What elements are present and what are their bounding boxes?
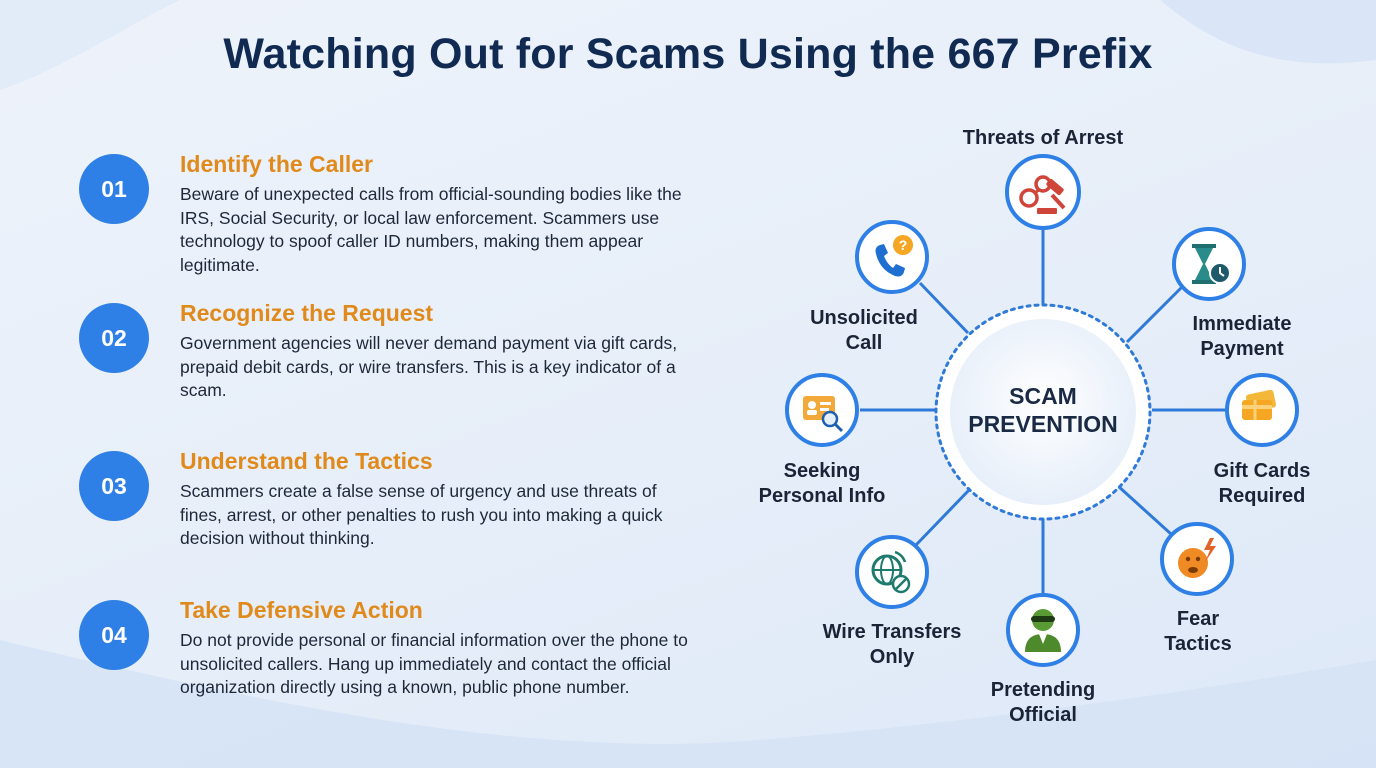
step-description: Beware of unexpected calls from official… xyxy=(180,184,682,275)
node-label-line1: Immediate xyxy=(1193,313,1292,335)
center-label-line2: PREVENTION xyxy=(968,411,1118,437)
step-description: Scammers create a false sense of urgency… xyxy=(180,481,663,548)
node-label-line2: Payment xyxy=(1200,338,1284,360)
node-gift-cards-required: Gift Cards Required xyxy=(1214,373,1311,507)
spoke-fear xyxy=(1116,484,1173,536)
node-label-line2: Personal Info xyxy=(759,485,886,507)
node-label-line1: Unsolicited xyxy=(810,307,918,329)
step-heading: Recognize the Request xyxy=(180,300,434,326)
node-label: Threats of Arrest xyxy=(963,127,1124,149)
scared-face-icon xyxy=(1178,538,1216,578)
step-heading: Identify the Caller xyxy=(180,151,373,177)
step-description: Do not provide personal or financial inf… xyxy=(180,630,688,697)
node-fear-tactics: Fear Tactics xyxy=(1160,522,1234,655)
spoke-unsolicited xyxy=(918,281,970,335)
spokes xyxy=(860,228,1226,594)
handcuffs-gavel-icon xyxy=(1019,175,1066,214)
node-label-line2: Required xyxy=(1219,485,1306,507)
globe-transfer-icon xyxy=(871,550,911,594)
node-label-line2: Only xyxy=(870,646,915,668)
step-number-badge: 03 xyxy=(79,451,149,521)
node-unsolicited-call: ? Unsolicited Call xyxy=(810,220,929,354)
phone-question-icon: ? xyxy=(875,235,913,277)
hourglass-clock-icon xyxy=(1192,244,1231,284)
node-wire-transfers-only: Wire Transfers Only xyxy=(823,535,962,668)
node-label-line1: Pretending xyxy=(991,679,1095,701)
page-title: Watching Out for Scams Using the 667 Pre… xyxy=(223,30,1153,78)
node-label-line2: Call xyxy=(846,332,883,354)
gift-card-icon xyxy=(1242,389,1277,420)
svg-text:?: ? xyxy=(899,237,908,253)
node-pretending-official: Pretending Official xyxy=(991,593,1095,726)
node-label-line2: Official xyxy=(1009,704,1077,726)
node-threats-of-arrest: Threats of Arrest xyxy=(963,127,1124,230)
node-seeking-personal-info: Seeking Personal Info xyxy=(759,373,886,507)
step-number-badge: 04 xyxy=(79,600,149,670)
step-heading: Take Defensive Action xyxy=(180,597,423,623)
spoke-payment xyxy=(1125,284,1185,344)
node-label-line1: Gift Cards xyxy=(1214,460,1311,482)
step-number-badge: 02 xyxy=(79,303,149,373)
center-label-line1: SCAM xyxy=(1009,383,1077,409)
node-label-line1: Fear xyxy=(1177,608,1219,630)
spoke-wire xyxy=(914,487,972,547)
node-label-line2: Tactics xyxy=(1164,633,1231,655)
step-heading: Understand the Tactics xyxy=(180,448,433,474)
step-description: Government agencies will never demand pa… xyxy=(180,333,678,400)
masked-official-icon xyxy=(1025,609,1061,652)
node-immediate-payment: Immediate Payment xyxy=(1172,227,1292,360)
node-label-line1: Wire Transfers xyxy=(823,621,962,643)
node-label-line1: Seeking xyxy=(784,460,861,482)
id-card-search-icon xyxy=(803,396,844,433)
step-number-badge: 01 xyxy=(79,154,149,224)
center-hub: SCAM PREVENTION xyxy=(934,303,1152,521)
